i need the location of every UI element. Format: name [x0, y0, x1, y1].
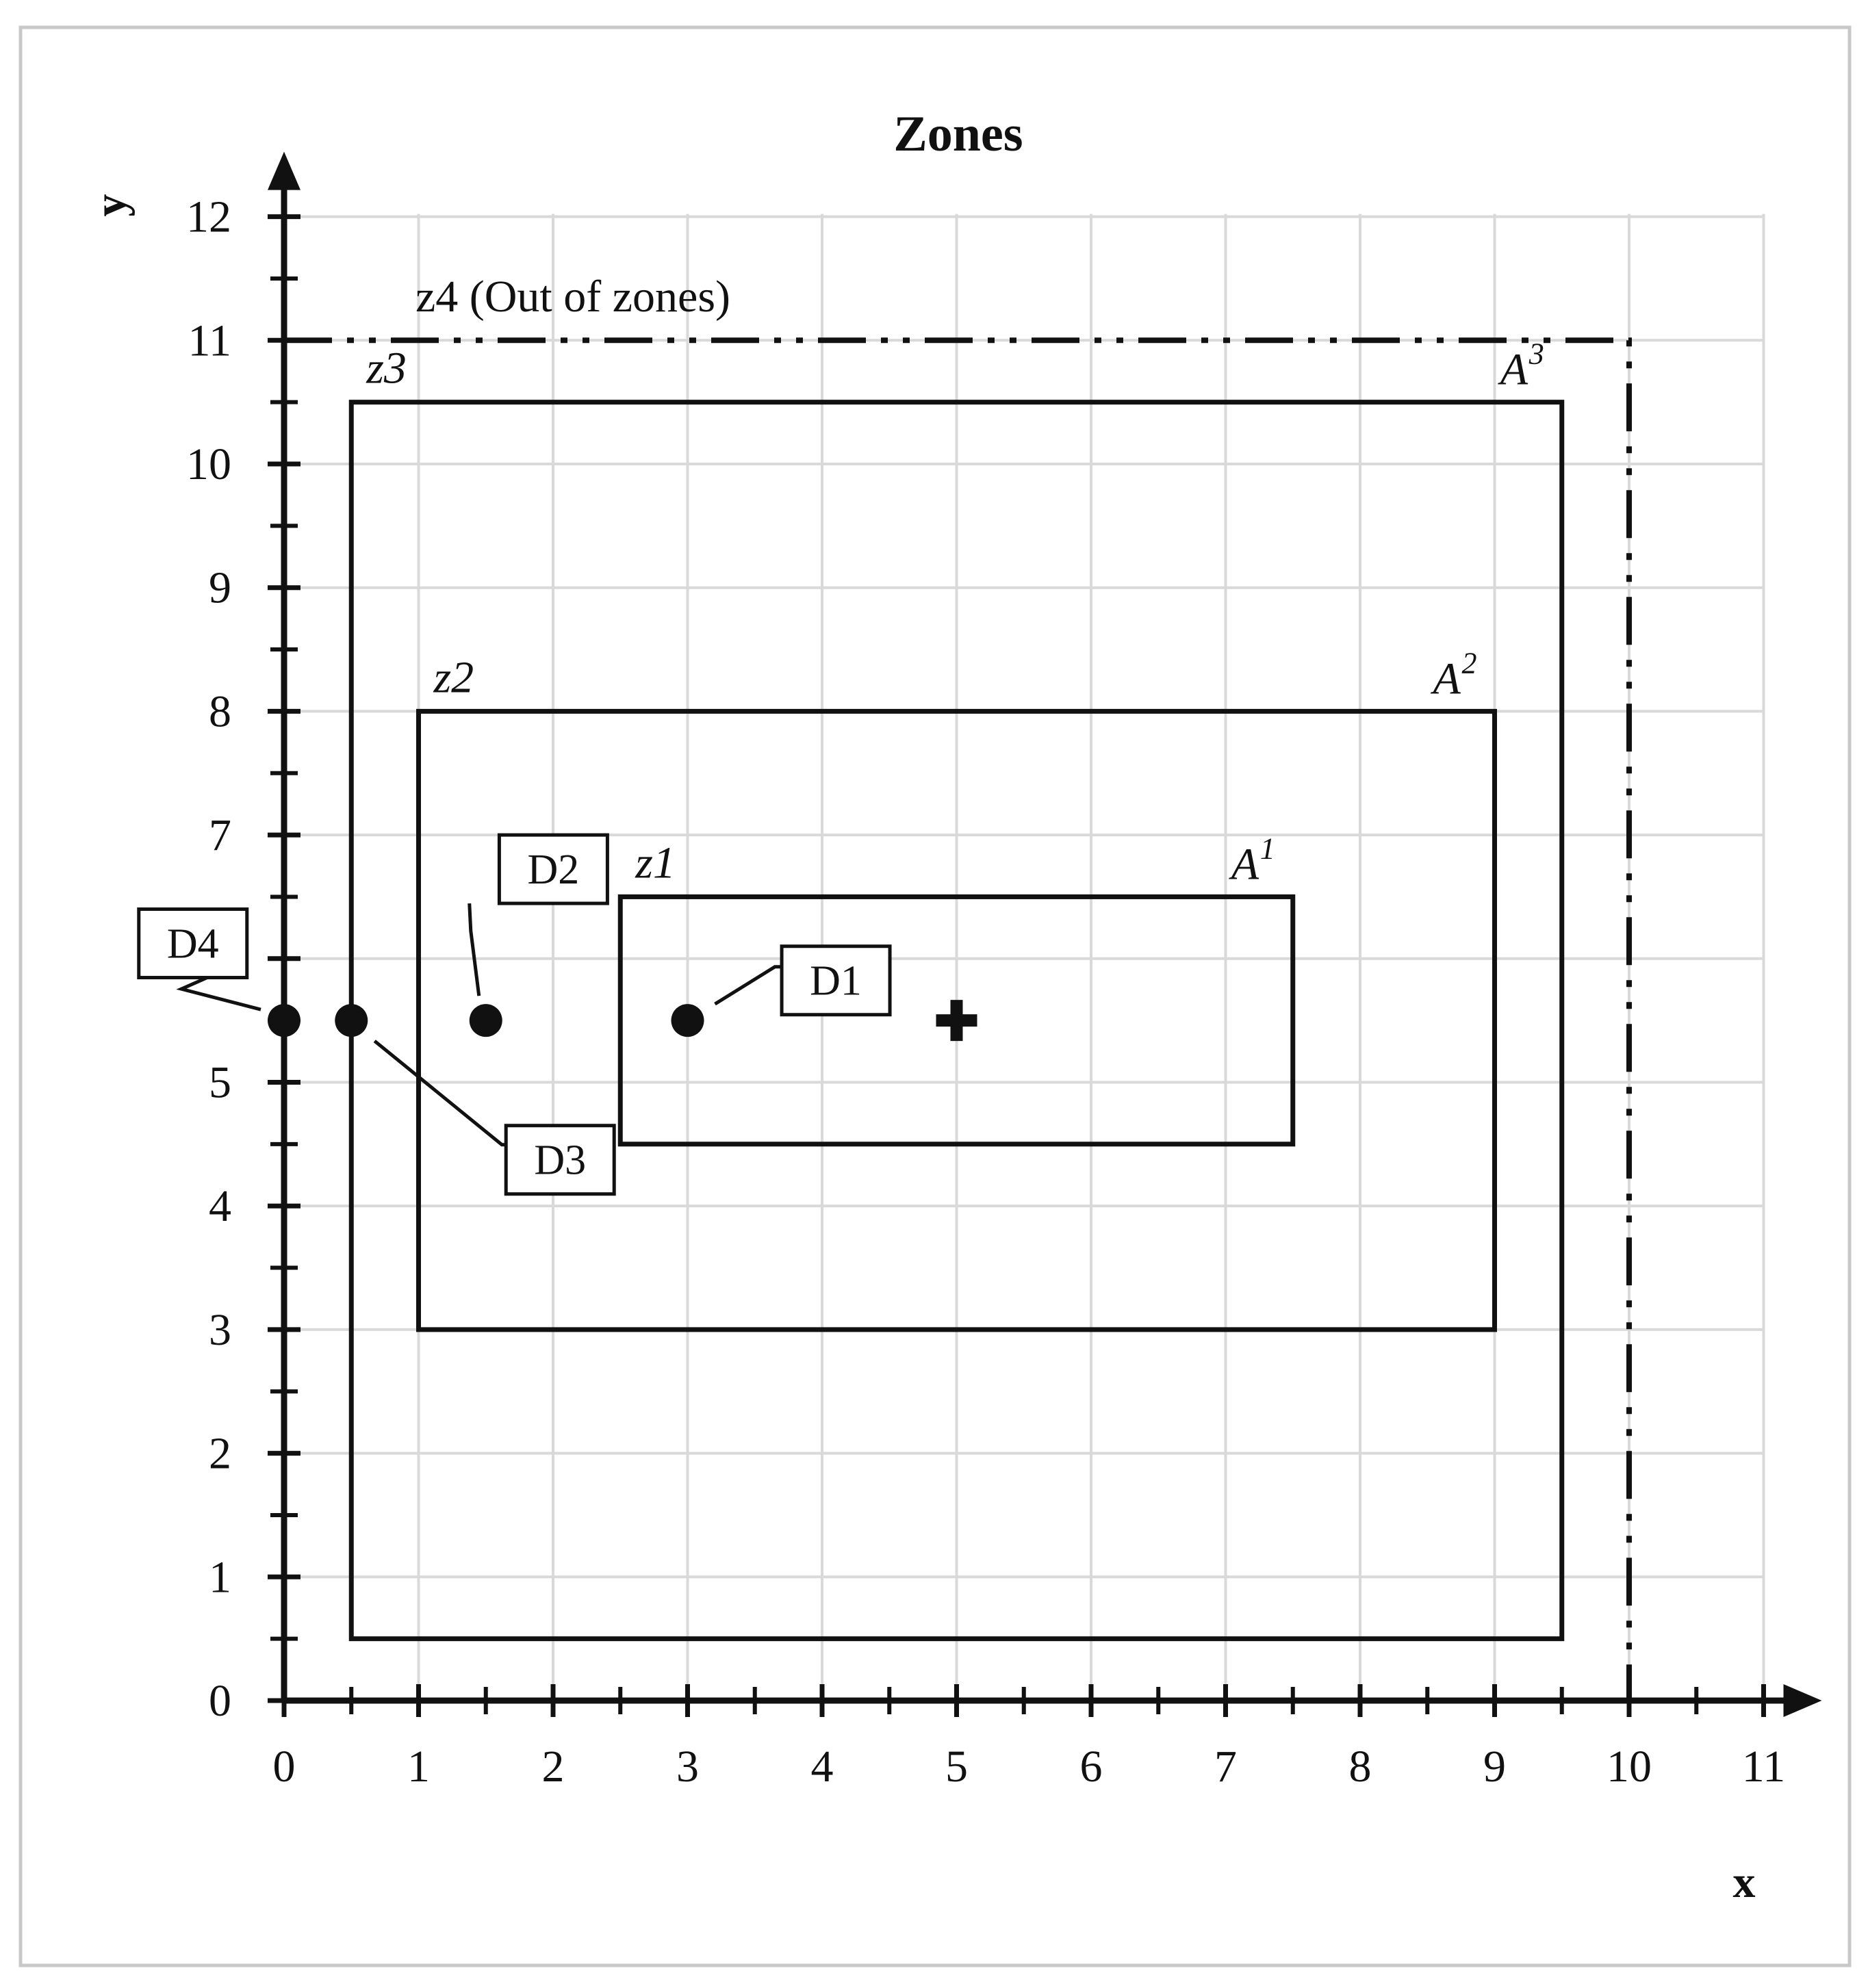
point-label-D1: D1	[810, 958, 862, 1005]
corner-sup-z3: 3	[1528, 337, 1544, 371]
x-tick-label: 6	[1080, 1742, 1103, 1792]
corner-label-z3: A	[1498, 345, 1528, 395]
axes	[268, 151, 1822, 1717]
x-tick-label: 8	[1349, 1742, 1372, 1792]
zone-name-z2: z2	[433, 652, 474, 702]
corner-label-z2: A	[1431, 654, 1461, 703]
y-tick-label: 3	[209, 1305, 231, 1355]
zone-name-z1: z1	[635, 838, 676, 888]
corner-sup-z1: 1	[1260, 831, 1275, 865]
leader-D2	[468, 903, 481, 996]
figure-border	[18, 25, 1852, 1967]
x-tick-label: 9	[1483, 1742, 1506, 1792]
zone-name-z3: z3	[366, 344, 407, 393]
y-tick-label: 12	[186, 192, 231, 242]
x-axis-label: x	[1733, 1857, 1756, 1907]
zone-z1	[617, 894, 1296, 1147]
x-tick-label: 5	[945, 1742, 968, 1792]
y-axis-arrow	[268, 151, 300, 190]
center-marker-v	[950, 1000, 963, 1042]
y-tick-label: 7	[209, 810, 231, 860]
y-tick-label: 11	[188, 315, 231, 365]
y-tick-label: 2	[209, 1429, 231, 1479]
outer-boundary	[284, 337, 1632, 1701]
point-label-D2: D2	[528, 847, 580, 893]
label-box-D3	[504, 1124, 616, 1196]
label-box-D2	[497, 833, 609, 905]
leader-D1	[714, 965, 782, 1006]
y-tick-label: 0	[209, 1676, 231, 1726]
point-D3	[335, 1004, 368, 1037]
label-box-D1	[780, 944, 892, 1017]
x-tick-label: 3	[676, 1742, 699, 1792]
y-tick-label: 9	[209, 563, 231, 613]
leader-D4	[176, 976, 261, 1011]
y-tick-label: 4	[209, 1181, 231, 1231]
point-D2	[469, 1004, 502, 1037]
z4-label: z4 (Out of zones)	[415, 272, 730, 322]
corner-label-z1: A	[1229, 839, 1259, 889]
x-axis-arrow	[1783, 1684, 1822, 1717]
point-D1	[671, 1004, 704, 1037]
y-axis-label: y	[86, 194, 136, 217]
x-tick-label: 1	[407, 1742, 430, 1792]
point-label-D3: D3	[534, 1137, 586, 1184]
chart-title: Zones	[893, 106, 1023, 162]
y-tick-label: 8	[209, 686, 231, 736]
x-tick-label: 7	[1214, 1742, 1237, 1792]
x-tick-label: 11	[1742, 1742, 1786, 1792]
x-tick-label: 2	[542, 1742, 565, 1792]
label-box-D4	[137, 907, 249, 980]
point-label-D4: D4	[167, 921, 219, 968]
zone-z2	[416, 708, 1497, 1332]
y-tick-label: 10	[186, 439, 231, 489]
x-tick-label: 10	[1607, 1742, 1652, 1792]
x-tick-label: 4	[811, 1742, 834, 1792]
y-tick-label: 1	[209, 1552, 231, 1602]
corner-sup-z2: 2	[1462, 646, 1477, 680]
point-D4	[268, 1004, 300, 1037]
x-tick-label: 0	[273, 1742, 296, 1792]
tick-labels: 012345678910110123456789101112	[186, 192, 1785, 1792]
y-tick-label: 5	[209, 1058, 231, 1108]
